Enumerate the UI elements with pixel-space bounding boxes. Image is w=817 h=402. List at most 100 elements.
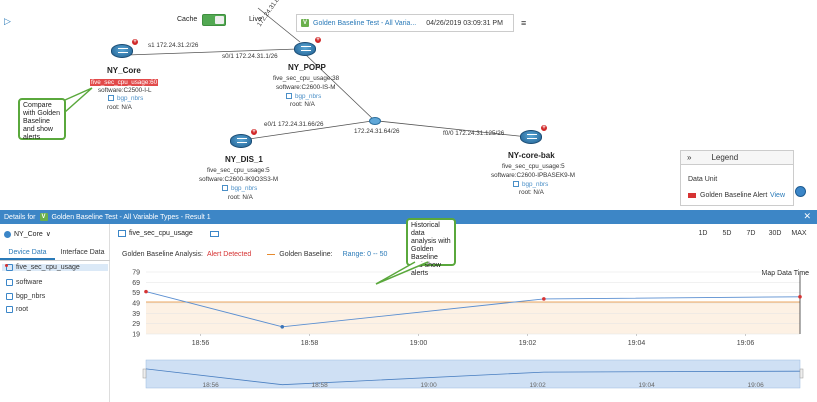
node-metric: five_sec_cpu_usage:5 — [207, 167, 270, 174]
router-icon[interactable]: + — [520, 124, 548, 144]
range-30d-button[interactable]: 30D — [768, 230, 782, 237]
alert-icon: + — [540, 124, 548, 132]
list-icon — [222, 185, 228, 191]
list-icon — [108, 95, 114, 101]
node-software: software:C2600-IPBASEK9-M — [491, 172, 575, 179]
chevron-down-icon: ∨ — [45, 231, 51, 238]
baseline-selector[interactable]: V Golden Baseline Test - All Varia... 04… — [296, 14, 514, 32]
router-icon[interactable]: + — [111, 38, 139, 58]
y-tick-label: 39 — [132, 311, 140, 318]
alert-marker-icon — [5, 264, 8, 267]
export-icon[interactable] — [209, 230, 219, 237]
tree-item-software[interactable]: software — [6, 279, 42, 286]
navigator-tick-label: 19:06 — [748, 382, 765, 389]
tree-item-bgp[interactable]: bgp_nbrs — [6, 293, 45, 300]
analysis-row: Golden Baseline Analysis: Alert Detected… — [122, 251, 387, 258]
topology-map: ▷ Cache Live V Golden Baseline Test - Al… — [4, 0, 806, 206]
node-bgp-link[interactable]: bgp_nbrs — [108, 95, 143, 102]
link-label-hub: 172.24.31.64/26 — [354, 128, 400, 135]
tree-item-label: five_sec_cpu_usage — [16, 264, 80, 271]
baseline-v-icon: V — [301, 19, 309, 27]
node-bgp-label: bgp_nbrs — [117, 95, 144, 102]
baseline-legend: Golden Baseline: — [267, 251, 333, 258]
navigator-tick-label: 18:58 — [312, 382, 329, 389]
legend-data-unit: Data Unit — [688, 176, 718, 183]
node-name[interactable]: NY-core-bak — [508, 151, 555, 160]
analysis-label: Golden Baseline Analysis: — [122, 251, 203, 258]
tree-item-root[interactable]: root — [6, 306, 28, 313]
tree-item-label: root — [16, 306, 29, 313]
device-name: NY_Core — [14, 230, 43, 238]
node-bgp-label: bgp_nbrs — [522, 181, 549, 188]
tab-device-data[interactable]: Device Data — [0, 246, 55, 260]
switch-hub-icon[interactable] — [369, 117, 381, 125]
legend-header[interactable]: » Legend — [681, 151, 793, 165]
y-tick-label: 19 — [132, 332, 140, 339]
navigator-tick-label: 18:56 — [203, 382, 220, 389]
baseline-label: Golden Baseline: — [279, 251, 333, 258]
alert-swatch — [688, 193, 696, 198]
y-tick-label: 69 — [132, 280, 140, 287]
node-bgp-link[interactable]: bgp_nbrs — [286, 93, 321, 100]
range-max-button[interactable]: MAX — [791, 230, 807, 237]
link-label-f0-0: f0/0 172.24.31.125/26 — [443, 130, 505, 137]
details-bar: Details for V Golden Baseline Test - All… — [0, 210, 817, 224]
router-icon[interactable]: + — [230, 128, 258, 148]
link-label-e0-1: e0/1 172.24.31.66/26 — [264, 121, 324, 128]
node-metric-alert: five_sec_cpu_usage:60 — [90, 79, 159, 86]
right-panel: five_sec_cpu_usage 1D 5D 7D 30D MAX Gold… — [112, 218, 817, 402]
node-bgp-label: bgp_nbrs — [231, 185, 258, 192]
details-label: Details for — [4, 213, 36, 221]
left-panel: NY_Core ∨ Device Data Interface Data fiv… — [0, 224, 110, 402]
device-select[interactable]: NY_Core ∨ — [4, 230, 51, 238]
navigator-tick-label: 19:00 — [421, 382, 438, 389]
node-name[interactable]: NY_Core — [107, 66, 141, 75]
data-tabs: Device Data Interface Data — [0, 246, 110, 261]
map-callout: Compare with Golden Baseline and show al… — [18, 98, 66, 141]
collapse-arrow-icon[interactable]: ▷ — [4, 16, 11, 26]
range-1d-button[interactable]: 1D — [698, 230, 708, 237]
globe-icon[interactable] — [795, 186, 806, 197]
close-icon[interactable]: ✕ — [803, 211, 811, 221]
variable-title: five_sec_cpu_usage — [118, 230, 219, 237]
tab-interface-data[interactable]: Interface Data — [60, 249, 105, 256]
alert-point — [542, 297, 546, 301]
list-icon — [286, 93, 292, 99]
baseline-v-icon: V — [39, 213, 48, 221]
alert-icon: + — [314, 36, 322, 44]
tree-item-cpu[interactable]: five_sec_cpu_usage — [2, 264, 108, 271]
x-tick-label: 19:04 — [628, 340, 646, 347]
table-icon — [6, 293, 13, 300]
node-bgp-link[interactable]: bgp_nbrs — [513, 181, 548, 188]
menu-icon[interactable]: ≡ — [521, 18, 527, 28]
alert-icon: + — [131, 38, 139, 46]
x-tick-label: 19:00 — [410, 340, 428, 347]
node-root: root: N/A — [107, 104, 132, 111]
double-chevron-icon[interactable]: » — [687, 153, 692, 162]
router-icon[interactable]: + — [294, 36, 322, 56]
series-line — [145, 291, 801, 328]
cache-label: Cache — [177, 16, 198, 23]
device-icon — [4, 230, 11, 238]
node-root: root: N/A — [519, 189, 544, 196]
legend-view-link[interactable]: View — [769, 192, 785, 199]
node-name[interactable]: NY_POPP — [288, 63, 326, 72]
node-metric: five_sec_cpu_usage:5 — [502, 163, 565, 170]
link-label-s1: s1 172.24.31.2/26 — [148, 42, 199, 49]
legend-alert-row: Golden Baseline Alert — [688, 192, 767, 199]
x-tick-label: 19:06 — [737, 340, 755, 347]
range-7d-button[interactable]: 7D — [746, 230, 756, 237]
legend-alert-label: Golden Baseline Alert — [700, 192, 768, 199]
node-root: root: N/A — [228, 194, 253, 201]
node-bgp-link[interactable]: bgp_nbrs — [222, 185, 257, 192]
variable-icon — [118, 230, 126, 237]
cache-toggle[interactable] — [202, 14, 226, 26]
node-name[interactable]: NY_DIS_1 — [225, 155, 263, 164]
y-tick-label: 49 — [132, 301, 140, 308]
variable-icon — [6, 264, 13, 271]
variable-icon — [6, 279, 13, 286]
range-5d-button[interactable]: 5D — [722, 230, 732, 237]
alert-icon: + — [250, 128, 258, 136]
callout-pointer — [64, 87, 93, 113]
